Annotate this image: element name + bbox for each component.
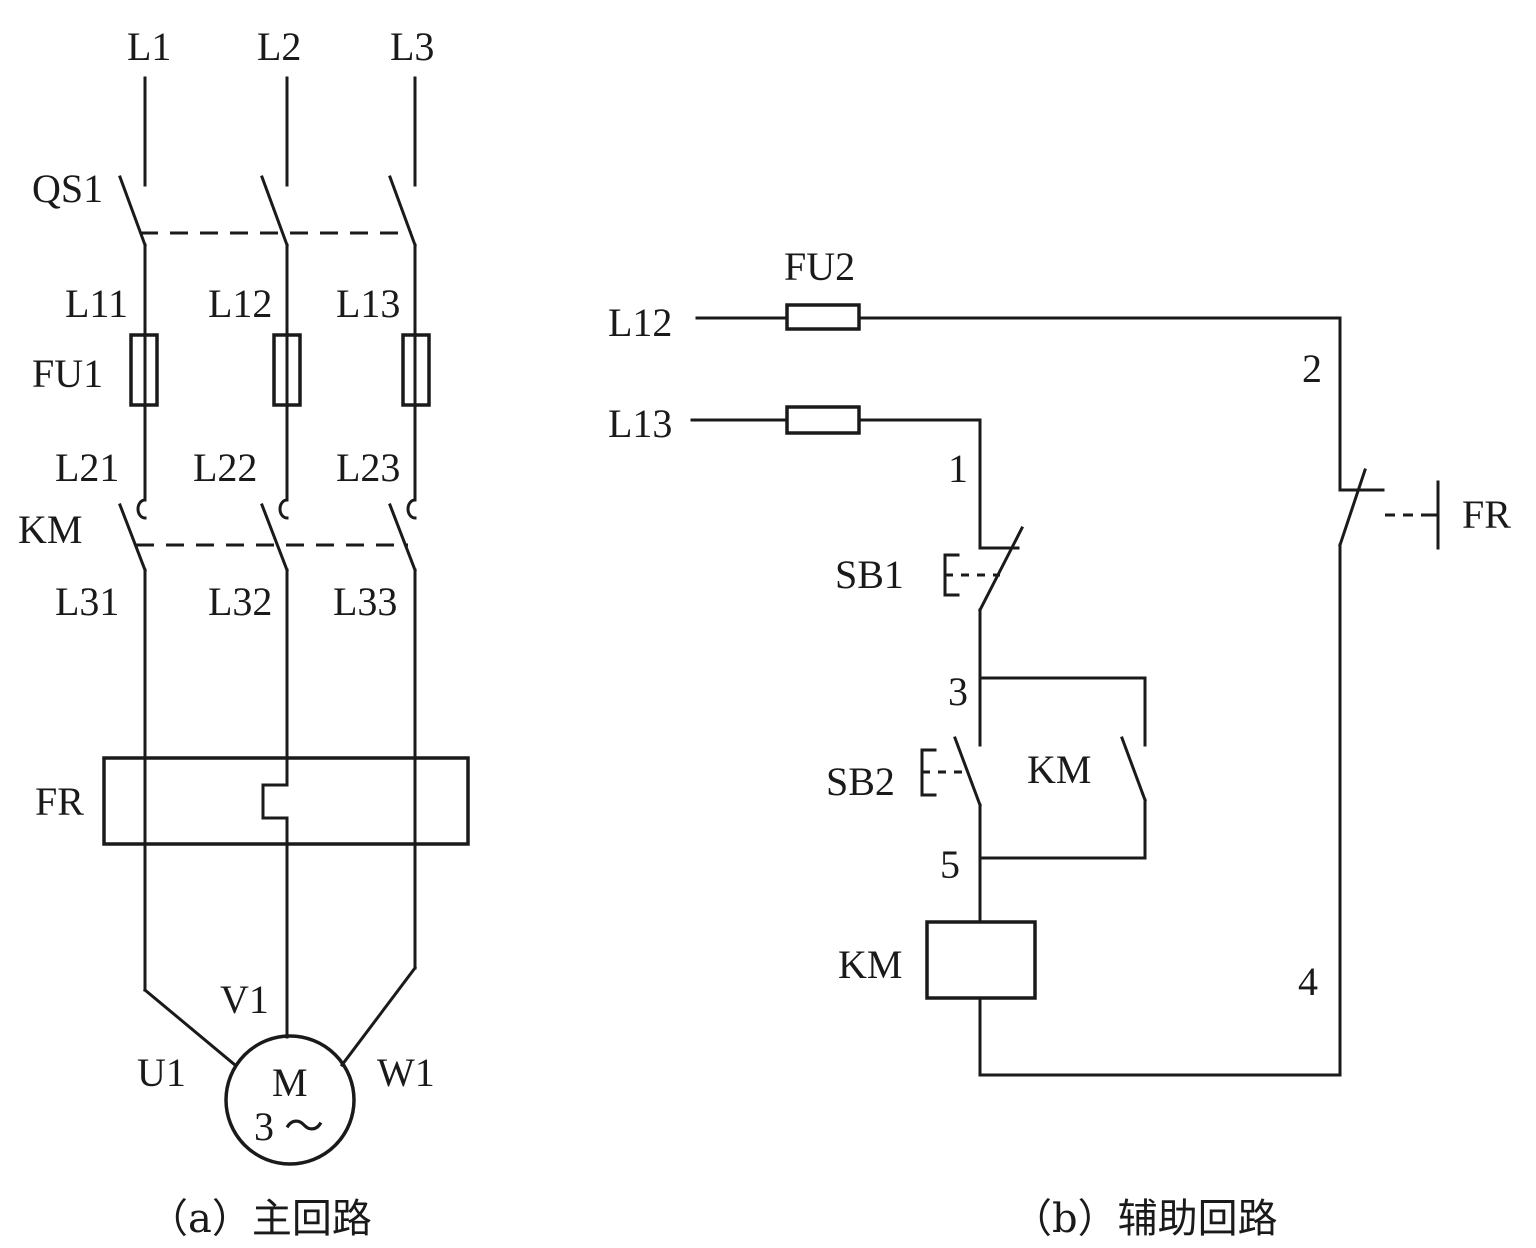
label-l33: L33 [333, 579, 397, 624]
contact-km-arc-1 [136, 498, 147, 520]
label-l3: L3 [390, 24, 434, 69]
wire-u-diag [142, 987, 238, 1068]
label-v1: V1 [220, 977, 269, 1022]
caption-main: （a）主回路 [148, 1196, 372, 1242]
label-l2: L2 [257, 24, 301, 69]
contact-km-arc-2 [278, 498, 289, 520]
caption-aux: （b）辅助回路 [1012, 1196, 1278, 1242]
coil-km [925, 920, 1037, 1000]
label-km-hold: KM [1027, 747, 1091, 792]
label-l22: L22 [193, 445, 257, 490]
label-node-4: 4 [1298, 959, 1318, 1004]
fuse-fu2-a [785, 303, 861, 331]
label-fr-aux: FR [1462, 492, 1511, 537]
fuse-fu2-b [785, 405, 861, 435]
label-fu2: FU2 [784, 244, 855, 289]
label-l13-main: L13 [336, 281, 400, 326]
thermal-element [261, 756, 289, 846]
label-sb2: SB2 [826, 759, 895, 804]
label-l21: L21 [55, 445, 119, 490]
contact-fr-actuator [1423, 480, 1440, 550]
contact-km-blade-2 [260, 503, 289, 572]
motor-symbol: M [272, 1060, 308, 1105]
label-l31: L31 [55, 579, 119, 624]
label-w1: W1 [377, 1050, 435, 1095]
label-l13-aux: L13 [608, 401, 672, 446]
switch-qs1-blade-2 [260, 175, 289, 247]
aux-circuit: FU2 L12 2 L13 1 SB1 3 SB2 KM 5 [608, 244, 1511, 1242]
button-sb2-contact [953, 736, 982, 807]
label-l32: L32 [208, 579, 272, 624]
contact-fr-blade [1338, 468, 1367, 547]
main-circuit: L1 L2 L3 QS1 L11 L12 L13 FU1 L21 L22 [18, 24, 470, 1242]
label-l12-aux: L12 [608, 300, 672, 345]
switch-qs1-blade-1 [118, 175, 147, 247]
label-node-5: 5 [940, 842, 960, 887]
label-node-1: 1 [948, 446, 968, 491]
wire-w-diag [339, 965, 418, 1068]
label-fu1: FU1 [32, 351, 103, 396]
label-l23: L23 [336, 445, 400, 490]
switch-qs1-blade-3 [388, 175, 417, 247]
label-l11: L11 [65, 281, 128, 326]
label-u1: U1 [137, 1050, 186, 1095]
label-qs1: QS1 [32, 166, 103, 211]
label-km-main: KM [18, 507, 82, 552]
contact-km-arc-3 [406, 498, 417, 520]
label-node-2: 2 [1302, 346, 1322, 391]
label-l1: L1 [127, 24, 171, 69]
label-sb1: SB1 [835, 552, 904, 597]
motor [224, 1034, 356, 1166]
contact-km-hold [1120, 736, 1147, 802]
motor-phase: 3 ～ [254, 1104, 324, 1149]
label-fr-main: FR [35, 779, 84, 824]
label-node-3: 3 [948, 669, 968, 714]
label-km-coil: KM [838, 942, 902, 987]
contact-km-blade-3 [388, 503, 417, 572]
contact-km-blade-1 [118, 503, 147, 572]
label-l12-main: L12 [208, 281, 272, 326]
button-sb1-contact [977, 525, 1025, 613]
